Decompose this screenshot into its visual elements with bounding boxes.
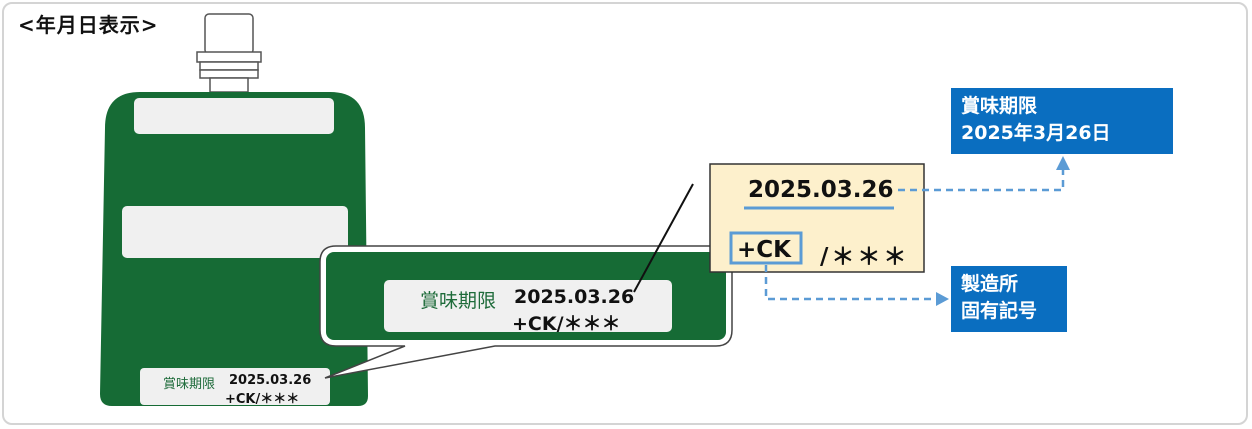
pouch-expiry-title: 賞味期限 (163, 373, 215, 392)
zoom-expiry-date: 2025.03.26 (514, 286, 634, 308)
pouch-spout-ring-2 (200, 62, 258, 70)
zoom-expiry-title: 賞味期限 (420, 286, 496, 313)
pouch-label-panel-2 (122, 206, 348, 258)
mfg-callout: 製造所 固有記号 (951, 266, 1067, 332)
pouch-cap (205, 14, 253, 54)
pouch-label-panel-1 (134, 98, 334, 134)
mfg-arrowhead (936, 292, 949, 306)
detail-date: 2025.03.26 (748, 177, 894, 203)
zoom-lot-code: +CK/＊＊＊ (512, 309, 621, 336)
detail-plant-code: +CK (737, 237, 791, 263)
expiry-callout-date: 2025年3月26日 (961, 120, 1163, 147)
pouch-expiry-date: 2025.03.26 (229, 373, 311, 388)
expiry-callout: 賞味期限 2025年3月26日 (951, 88, 1173, 154)
mfg-callout-line1: 製造所 (961, 271, 1057, 298)
pouch-lot-code: +CK/＊＊＊ (225, 388, 299, 407)
expiry-callout-title: 賞味期限 (961, 93, 1163, 120)
mfg-callout-line2: 固有記号 (961, 298, 1057, 325)
page-heading: <年月日表示> (18, 9, 159, 38)
pouch-spout-neck (210, 78, 248, 92)
pouch-spout-ring-3 (200, 70, 258, 78)
pouch-spout-ring-1 (197, 52, 261, 62)
detail-lot-mark: /＊＊＊ (820, 237, 909, 271)
expiry-arrowhead (1056, 156, 1070, 170)
